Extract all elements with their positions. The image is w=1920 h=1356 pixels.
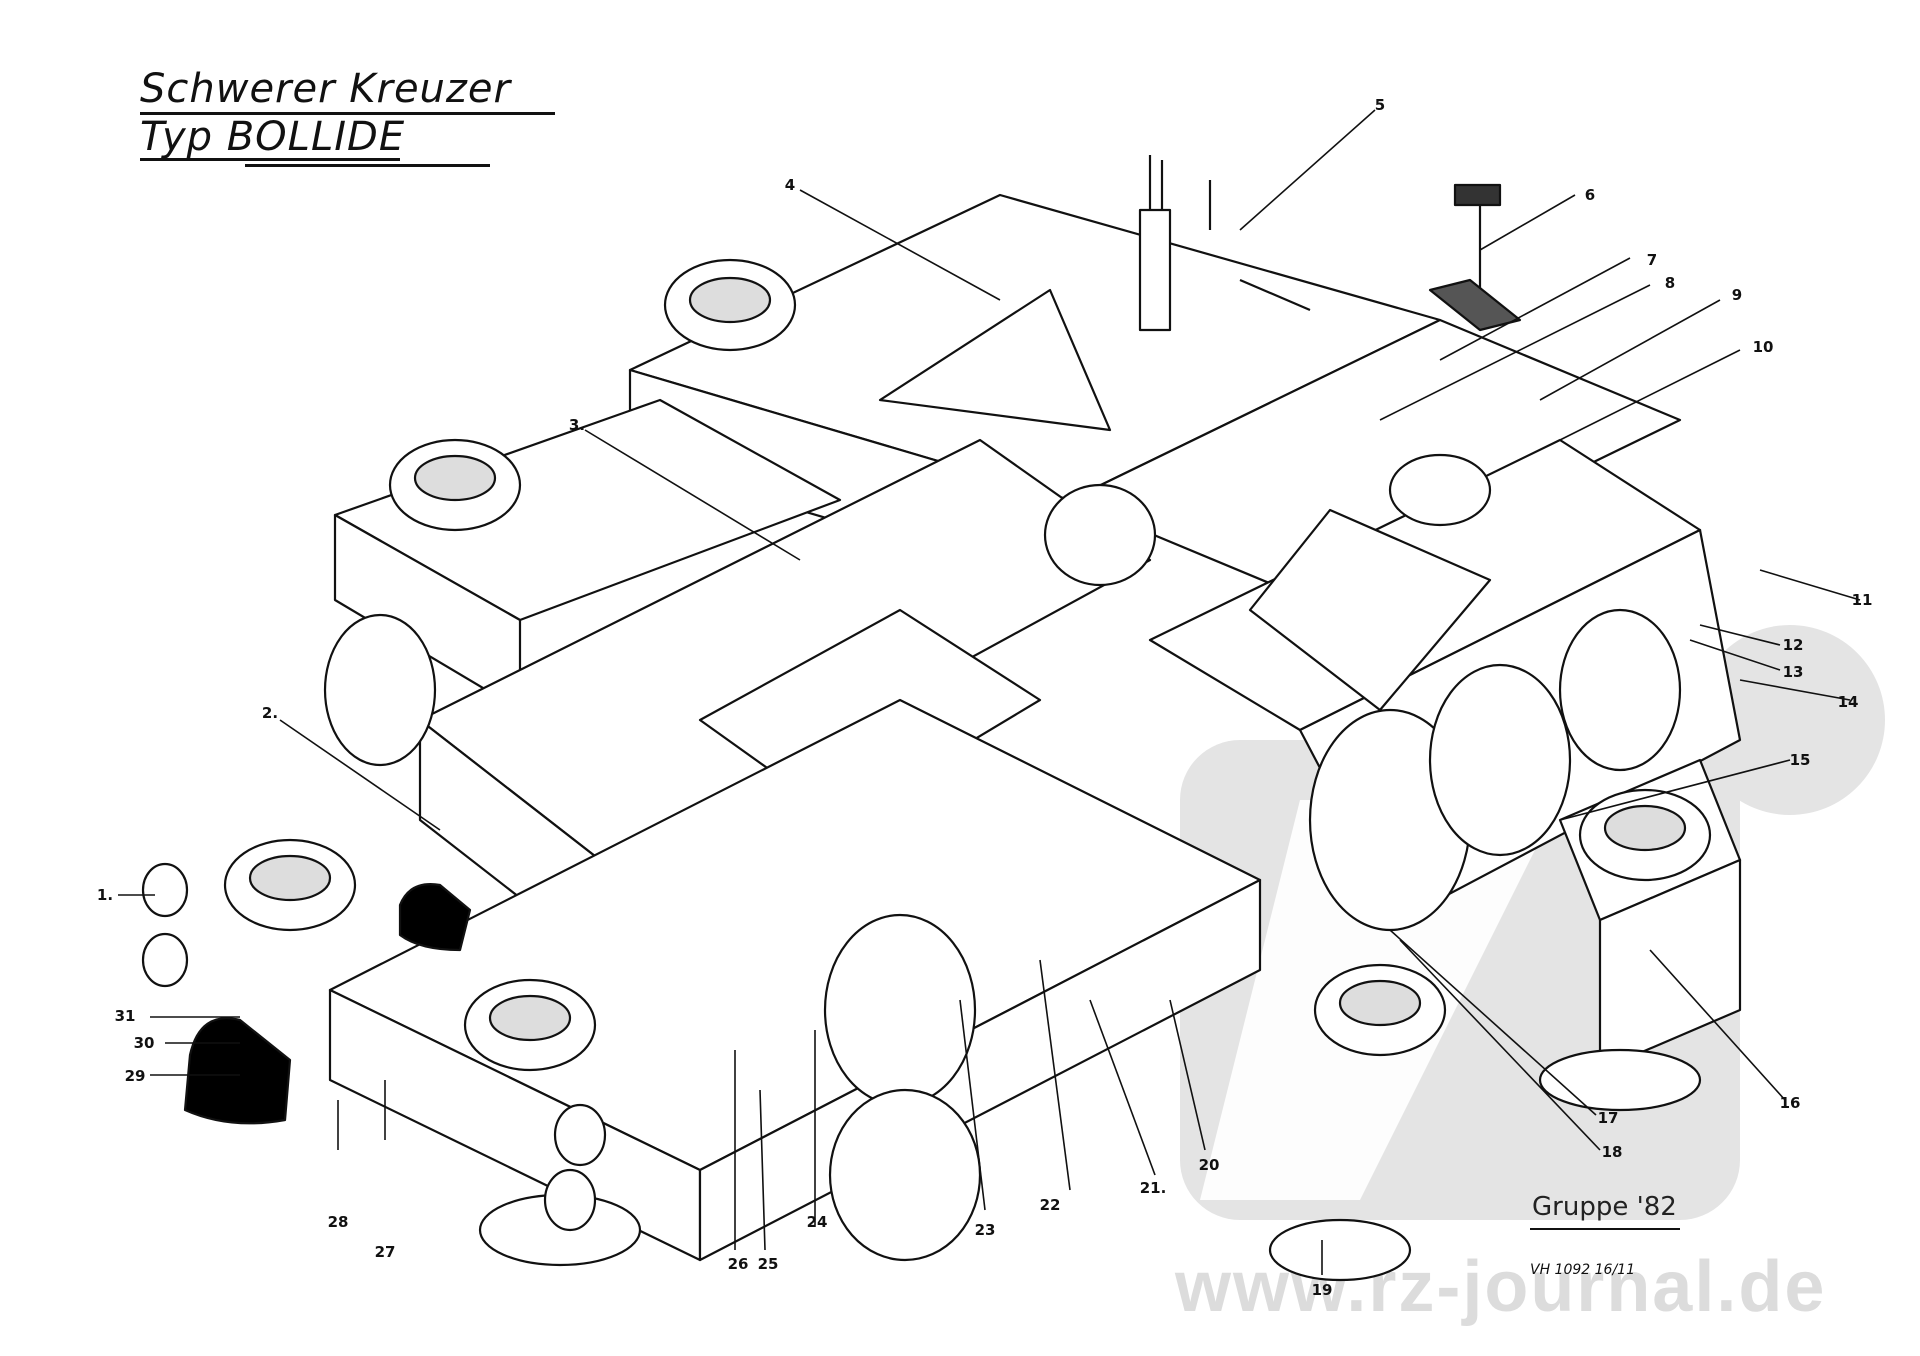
callout-27: 27 [374,1243,396,1261]
antenna-mast [1138,155,1311,332]
callout-9: 9 [1731,286,1743,304]
callout-15: 15 [1789,751,1811,769]
callout-1: 1. [96,886,114,904]
callout-19: 19 [1311,1281,1333,1299]
callout-7: 7 [1646,251,1658,269]
sensor-array [1428,183,1522,332]
callout-26: 26 [727,1255,749,1273]
pyramid-roof [878,288,1492,712]
callout-3: 3. [568,416,586,434]
callout-23: 23 [974,1221,996,1239]
callout-13: 13 [1782,663,1804,681]
callout-30: 30 [133,1034,155,1052]
left-wing [333,398,842,712]
callout-4: 4 [784,176,796,194]
callout-10: 10 [1752,338,1774,356]
callout-22: 22 [1039,1196,1061,1214]
callout-17: 17 [1597,1109,1619,1127]
callout-20: 20 [1198,1156,1220,1174]
callout-24: 24 [806,1213,828,1231]
group-label: Gruppe '82 [1532,1192,1677,1222]
callout-12: 12 [1782,636,1804,654]
callout-14: 14 [1837,693,1859,711]
callout-31: 31 [114,1007,136,1025]
callout-28: 28 [327,1213,349,1231]
callout-2: 2. [261,704,279,722]
title-underline-2 [140,158,400,161]
callout-8: 8 [1664,274,1676,292]
callout-5: 5 [1374,96,1386,114]
nose-caps [183,883,472,1125]
leader-lines [118,109,1861,1275]
callout-11: 11 [1851,591,1873,609]
callout-29: 29 [124,1067,146,1085]
callout-21: 21. [1139,1179,1167,1197]
intake-domes [223,258,1712,1072]
callout-16: 16 [1779,1094,1801,1112]
callout-18: 18 [1601,1143,1623,1161]
title-underline-1 [140,112,555,115]
callout-25: 25 [757,1255,779,1273]
bottom-thrusters [141,862,1412,1282]
fuel-tanks [323,483,1157,1262]
group-underline [1530,1228,1680,1230]
title-underline-3 [245,164,490,167]
title-line-2: Typ BOLLIDE [140,114,406,160]
catalog-code: VH 1092 16/11 [1530,1262,1635,1278]
callout-6: 6 [1584,186,1596,204]
title-line-1: Schwerer Kreuzer [140,66,511,112]
